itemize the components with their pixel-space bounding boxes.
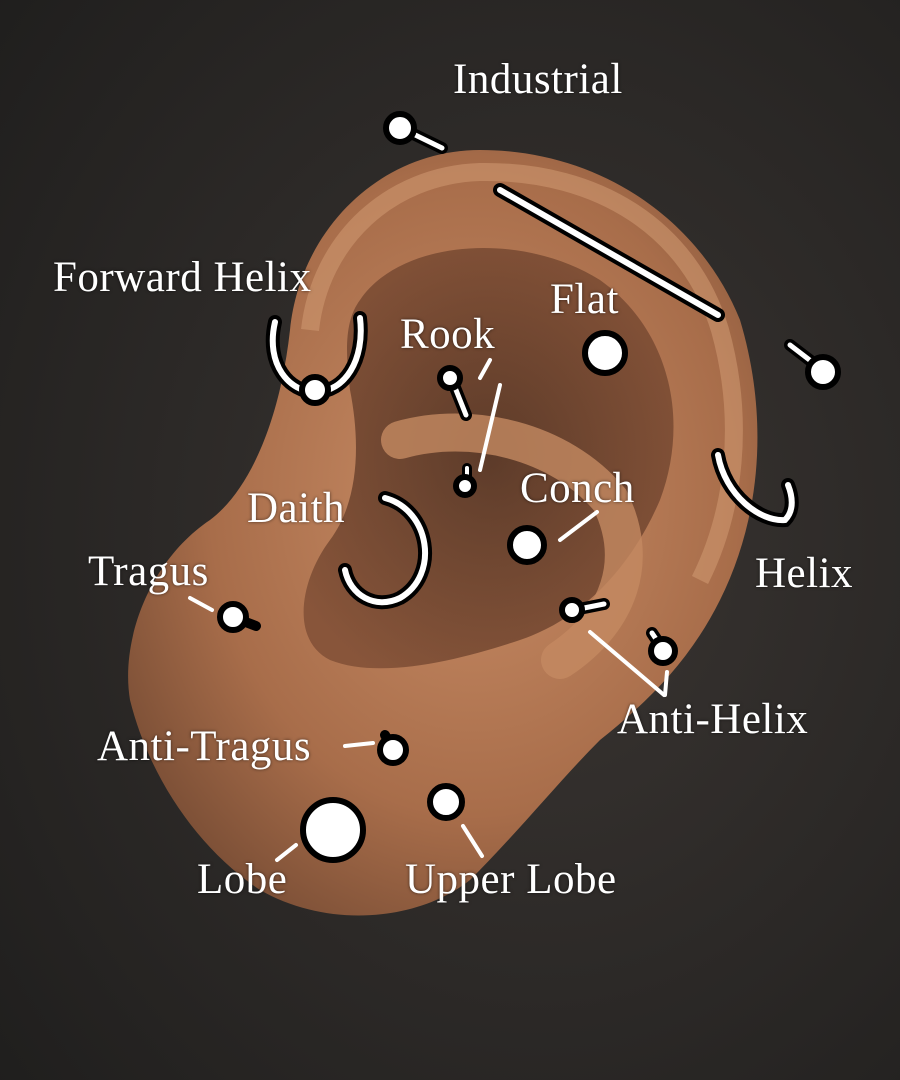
rook-jewelry: [437, 365, 477, 498]
anti-tragus-leader-line: [343, 741, 375, 748]
rook-leader-line-2: [478, 358, 492, 380]
rook-leader-line: [478, 383, 502, 472]
helix-ring-jewelry: [711, 448, 799, 528]
label-conch: Conch: [520, 465, 635, 512]
helix-stud-jewelry: [784, 339, 841, 390]
label-daith: Daith: [247, 485, 346, 532]
label-flat: Flat: [550, 276, 619, 323]
daith-jewelry: [338, 491, 432, 610]
ear-concha: [303, 247, 674, 669]
anti-helix-leader-line-2: [663, 670, 669, 697]
conch-jewelry: [507, 525, 547, 565]
conch-leader-line: [558, 510, 599, 542]
tragus-leader-line: [188, 596, 214, 612]
label-helix: Helix: [755, 550, 854, 597]
anti-tragus-jewelry: [377, 730, 409, 766]
tragus-jewelry: [217, 601, 261, 633]
upper-lobe-jewelry: [427, 783, 465, 821]
label-anti-helix: Anti-Helix: [617, 696, 809, 743]
forward-helix-jewelry: [265, 311, 368, 406]
ear-antihelix: [381, 413, 643, 679]
label-rook: Rook: [400, 311, 496, 358]
label-lobe: Lobe: [197, 856, 288, 903]
lobe-jewelry: [300, 797, 366, 863]
leader-lines: [188, 358, 669, 862]
flat-jewelry: [582, 330, 628, 376]
label-forward-helix: Forward Helix: [53, 254, 312, 301]
anti-helix-jewelry: [559, 597, 678, 666]
industrial-jewelry: [383, 111, 725, 322]
upper-lobe-leader-line: [461, 824, 484, 858]
label-tragus: Tragus: [88, 548, 209, 595]
label-upper-lobe: Upper Lobe: [405, 856, 617, 903]
label-anti-tragus: Anti-Tragus: [97, 723, 312, 770]
ear-helix-rim: [301, 162, 743, 585]
lobe-leader-line: [275, 843, 298, 862]
anti-helix-leader-line: [588, 630, 666, 697]
label-industrial: Industrial: [453, 56, 623, 103]
